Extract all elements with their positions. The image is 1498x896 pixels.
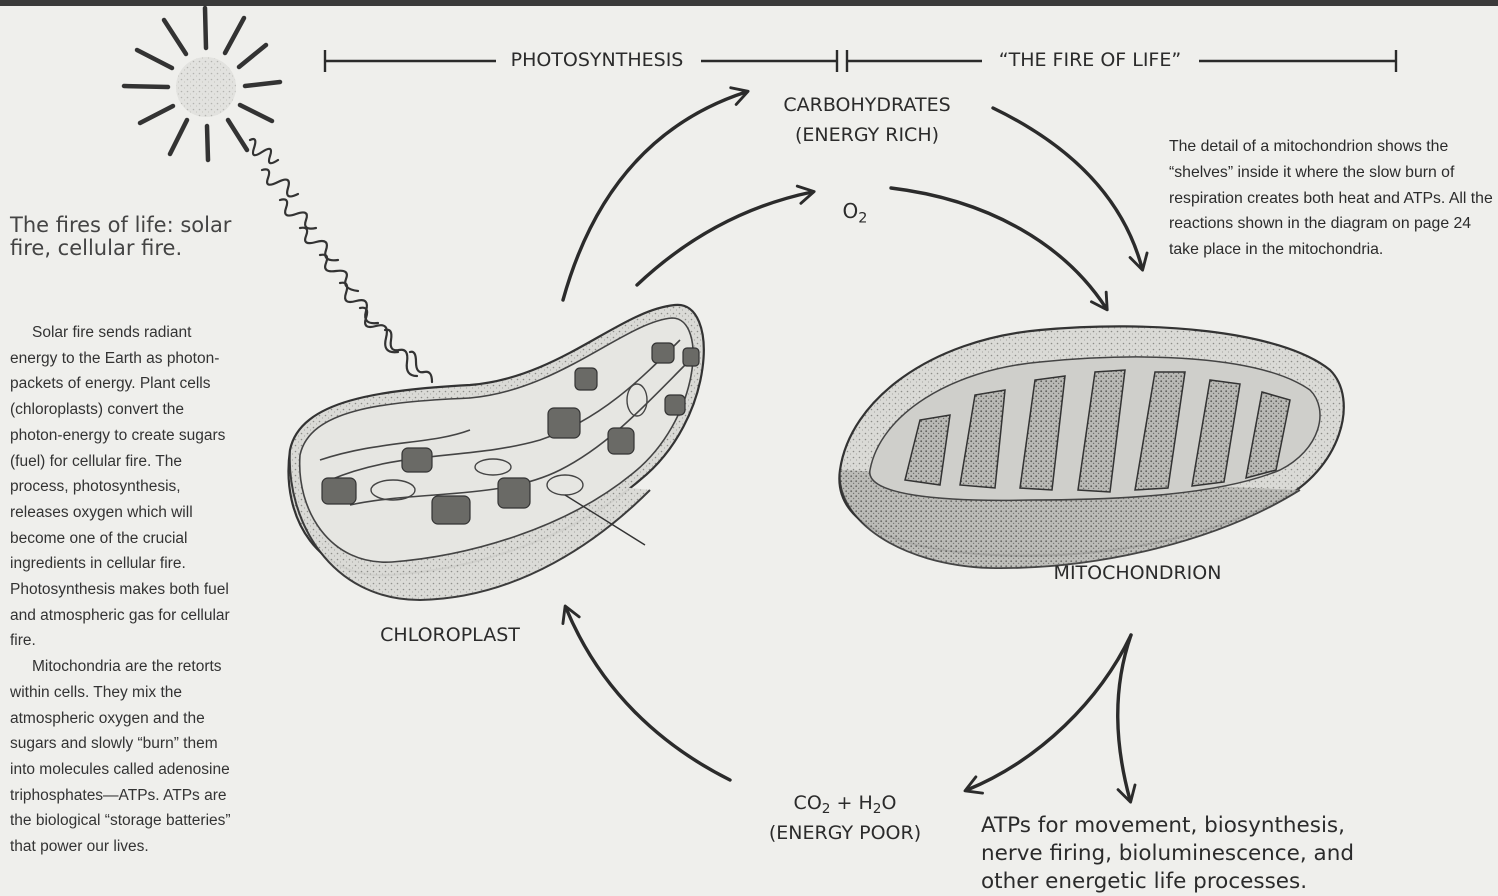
- photosynthesis-label: PHOTOSYNTHESIS: [497, 45, 697, 75]
- co2-h2o-label: CO2 + H2O (ENERGY POOR): [750, 788, 940, 848]
- arrow-mitochondrion-to-atps: [1118, 635, 1131, 800]
- co2-h2o-formula: CO2 + H2O: [750, 788, 940, 818]
- oxygen-label: O2: [830, 196, 880, 226]
- sidebar-title: The fires of life: solar fire, cellular …: [10, 214, 240, 260]
- chloroplast-illustration: [288, 305, 703, 600]
- arrow-mitochondrion-to-co2: [967, 635, 1131, 790]
- arrow-co2-to-chloroplast: [566, 608, 730, 780]
- oxygen-subscript: 2: [858, 210, 867, 226]
- chloroplast-label: CHLOROPLAST: [370, 620, 530, 650]
- energy-poor-label: (ENERGY POOR): [750, 818, 940, 848]
- mitochondrion-label: MITOCHONDRION: [1040, 558, 1235, 588]
- arrow-oxygen-to-mitochondrion: [891, 188, 1106, 308]
- sun-icon: [124, 8, 280, 160]
- mitochondrion-caption: The detail of a mitochondrion shows the …: [1169, 134, 1498, 263]
- oxygen-symbol: O: [843, 199, 859, 223]
- sidebar-paragraph-2: Mitochondria are the retorts within cell…: [10, 654, 232, 860]
- fire-of-life-label: “THE FIRE OF LIFE”: [985, 45, 1195, 75]
- carbohydrates-line-2: (ENERGY RICH): [767, 120, 967, 150]
- sidebar-paragraph-1: Solar fire sends radiant energy to the E…: [10, 320, 232, 654]
- co2-symbol: CO: [794, 792, 822, 814]
- mitochondrion-illustration: [839, 326, 1343, 568]
- carbohydrates-label: CARBOHYDRATES (ENERGY RICH): [767, 90, 967, 150]
- o-symbol: O: [881, 792, 896, 814]
- carbohydrates-line-1: CARBOHYDRATES: [767, 90, 967, 120]
- arrow-chloroplast-to-oxygen: [637, 192, 812, 285]
- sidebar-body: Solar fire sends radiant energy to the E…: [10, 320, 232, 860]
- photon-waves-icon: [250, 139, 432, 382]
- arrow-carbohydrates-to-mitochondrion: [993, 108, 1142, 268]
- header-bracket-lines: [325, 50, 1396, 72]
- plus-h-symbol: + H: [830, 792, 872, 814]
- atps-description: ATPs for movement, biosynthesis, nerve f…: [981, 812, 1401, 896]
